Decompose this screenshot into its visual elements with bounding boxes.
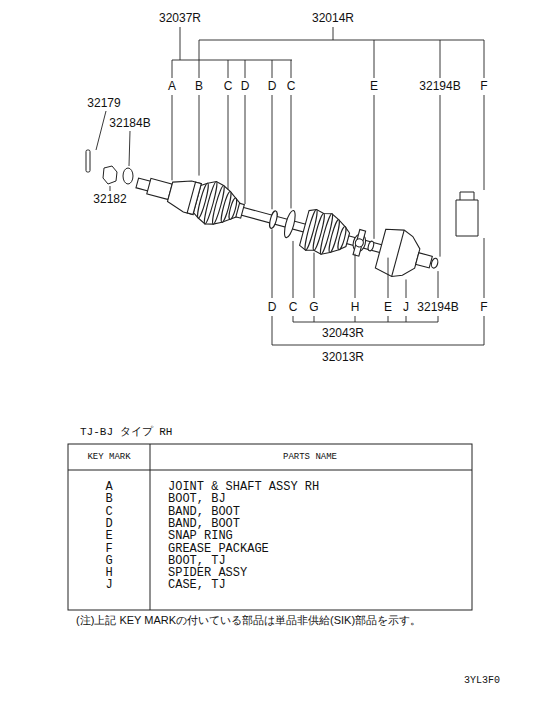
table-cell: E	[105, 530, 112, 542]
table-cell: C	[105, 506, 112, 518]
callout-number: H	[351, 301, 360, 313]
table-cell: H	[105, 567, 112, 579]
callout-number: G	[309, 301, 318, 313]
tj-case	[374, 225, 423, 281]
leader-lines	[96, 27, 484, 345]
callout-number: F	[480, 301, 487, 313]
callout-number: 32184B	[109, 117, 150, 129]
table-cell: GREASE PACKAGE	[168, 543, 269, 555]
table-cell: B	[105, 493, 112, 505]
table-cell: SPIDER ASSY	[168, 567, 247, 579]
table-cell: D	[105, 518, 112, 530]
table-cell: BOOT, TJ	[168, 555, 226, 567]
callout-number: C	[224, 80, 233, 92]
table-cell: BAND, BOOT	[168, 506, 240, 518]
band-boot	[282, 210, 297, 239]
callout-number: D	[241, 80, 250, 92]
callout-number: 32037R	[159, 12, 201, 24]
table-heading: TJ-BJ タイプ RH	[80, 427, 172, 438]
snap-ring	[367, 241, 374, 252]
table-cell: JOINT & SHAFT ASSY RH	[168, 481, 319, 493]
callout-number: 32013R	[322, 351, 364, 363]
callout-number: E	[384, 301, 392, 313]
table-cell: BOOT, BJ	[168, 493, 226, 505]
callout-number: 32182	[93, 193, 126, 205]
callout-number: 32179	[87, 97, 120, 109]
tj-stub	[416, 253, 433, 268]
callout-number: D	[268, 301, 277, 313]
table-cell: BAND, BOOT	[168, 518, 240, 530]
nut	[103, 166, 117, 184]
callout-number: D	[268, 80, 277, 92]
boot-rib	[336, 226, 347, 250]
spider-bore	[354, 238, 364, 248]
washer	[123, 168, 133, 184]
table-cell: CASE, TJ	[168, 579, 226, 591]
tj-boot	[299, 208, 353, 260]
table-cell: G	[105, 555, 112, 567]
table-heading: PARTS NAME	[283, 453, 337, 462]
parts-table	[68, 444, 472, 610]
callout-number: C	[287, 80, 296, 92]
band-boot	[236, 203, 244, 218]
callout-number: J	[403, 301, 409, 313]
drive-shaft	[131, 160, 444, 287]
callout-number: A	[168, 80, 176, 92]
grease-package	[456, 192, 478, 236]
callout-number: 32043R	[322, 327, 364, 339]
callout-number: 32014R	[312, 12, 354, 24]
table-cell: SNAP RING	[168, 530, 233, 542]
callout-number: B	[195, 80, 203, 92]
table-cell: F	[105, 543, 112, 555]
note: (注)上記 KEY MARKの付いている部品は単品非供給(SIK)部品を示す。	[76, 615, 421, 626]
callout-number: 32194B	[419, 80, 460, 92]
table-cell: J	[105, 579, 112, 591]
table-cell: A	[105, 481, 112, 493]
split-pin	[86, 150, 90, 172]
spider-arm	[353, 230, 366, 257]
band-boot	[268, 210, 278, 229]
band-boot	[187, 182, 201, 214]
callout-number: C	[289, 301, 298, 313]
callout-number: 32194B	[417, 301, 458, 313]
figure-code: 3YL3F0	[464, 676, 500, 686]
callout-number: F	[480, 80, 487, 92]
snap-ring	[430, 258, 438, 269]
callout-number: E	[370, 80, 378, 92]
table-heading: KEY MARK	[87, 453, 130, 462]
